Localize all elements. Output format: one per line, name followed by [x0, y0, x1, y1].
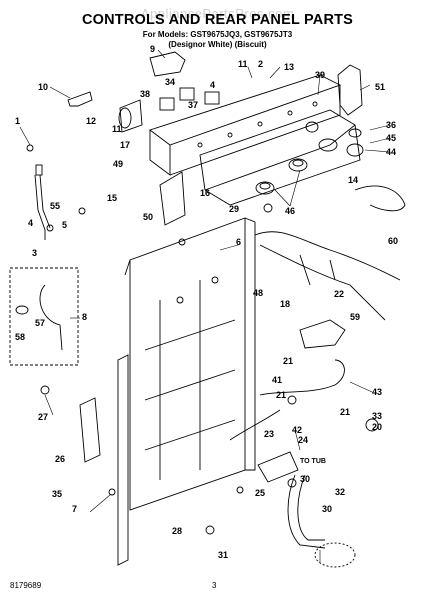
callout-45: 45: [386, 133, 396, 143]
callout-28: 28: [172, 526, 182, 536]
bracket-59: [299, 319, 346, 349]
callout-37: 37: [188, 100, 198, 110]
callout-57: 57: [35, 318, 45, 328]
callout-11-top: 11: [238, 59, 248, 69]
callout-30-lower: 30: [322, 504, 332, 514]
callout-29: 29: [229, 204, 239, 214]
callout-13: 13: [284, 62, 294, 72]
rear-panel: [117, 217, 256, 566]
callout-10: 10: [38, 82, 48, 92]
callout-41: 41: [272, 375, 282, 385]
callout-8: 8: [82, 312, 87, 322]
callout-5: 5: [62, 220, 67, 230]
callout-25: 25: [255, 488, 265, 498]
callout-44: 44: [386, 147, 396, 157]
callout-18: 18: [280, 299, 290, 309]
callout-43: 43: [372, 387, 382, 397]
callout-33: 33: [372, 411, 382, 421]
callout-24: 24: [298, 435, 308, 445]
console-end-cap-left: [159, 171, 186, 226]
control-console-panel: [149, 74, 342, 176]
callout-48: 48: [253, 288, 263, 298]
wire-harness: [254, 231, 401, 321]
small-fasteners: [26, 144, 379, 535]
rear-foot-bracket: [79, 397, 101, 463]
callout-55: 55: [50, 201, 60, 211]
callout-4b: 4: [28, 218, 33, 228]
bracket: [67, 91, 93, 107]
callout-9: 9: [150, 44, 155, 54]
motor: [314, 542, 356, 568]
callout-27: 27: [38, 412, 48, 422]
callout-30: 30: [300, 474, 310, 484]
clamp: [15, 305, 29, 315]
callout-2: 2: [258, 59, 263, 69]
callout-15: 15: [107, 193, 117, 203]
callout-1: 1: [15, 116, 20, 126]
drain-hose: [287, 474, 326, 549]
callout-14: 14: [348, 175, 358, 185]
callout-51: 51: [375, 82, 385, 92]
callout-23: 23: [264, 429, 274, 439]
callout-50: 50: [143, 212, 153, 222]
hose-assembly: [229, 359, 345, 441]
callout-20: 20: [372, 422, 382, 432]
watermark: AppliancePartsPros.com: [140, 6, 295, 21]
callout-32: 32: [335, 487, 345, 497]
callout-35: 35: [52, 489, 62, 499]
switches: [149, 51, 220, 111]
callout-4: 4: [210, 80, 215, 90]
model-subtitle: For Models: GST9675JQ3, GST9675JT3: [142, 30, 293, 39]
page-title: CONTROLS AND REAR PANEL PARTS: [81, 12, 354, 28]
callout-16: 16: [200, 188, 210, 198]
callout-21-mid: 21: [276, 390, 286, 400]
timer: [118, 99, 143, 133]
callout-38: 38: [140, 89, 150, 99]
leader-lines: [19, 49, 391, 563]
console-rear-cover: [199, 109, 361, 206]
callout-42: 42: [292, 425, 302, 435]
color-subtitle: (Designor White) (Biscuit): [168, 40, 267, 49]
callout-49: 49: [113, 159, 123, 169]
callout-36: 36: [386, 120, 396, 130]
fill-hose: [39, 284, 63, 351]
callout-17: 17: [120, 140, 130, 150]
callout-22: 22: [334, 289, 344, 299]
callout-7: 7: [72, 504, 77, 514]
callout-11-left: 11: [112, 124, 122, 134]
callout-60: 60: [388, 236, 398, 246]
callout-34: 34: [165, 77, 175, 87]
page-number: 3: [212, 581, 217, 590]
callout-31: 31: [218, 550, 228, 560]
control-knobs: [255, 121, 364, 195]
callout-21-right: 21: [340, 407, 350, 417]
parts-kit-box: [9, 267, 79, 366]
callout-39: 39: [315, 70, 325, 80]
console-end-cap-right: [337, 64, 363, 116]
callout-3: 3: [32, 248, 37, 258]
callout-59: 59: [350, 312, 360, 322]
document-number: 8179689: [10, 581, 42, 590]
callout-to-tub: TO TUB: [300, 458, 326, 465]
callout-46: 46: [285, 206, 295, 216]
callout-12: 12: [86, 116, 96, 126]
callout-58: 58: [15, 332, 25, 342]
power-cord: [354, 185, 406, 212]
water-inlet-hose: [34, 164, 51, 240]
pump-outlet: [257, 451, 299, 483]
callout-21-top: 21: [283, 356, 293, 366]
callout-6: 6: [236, 237, 241, 247]
callout-26: 26: [55, 454, 65, 464]
